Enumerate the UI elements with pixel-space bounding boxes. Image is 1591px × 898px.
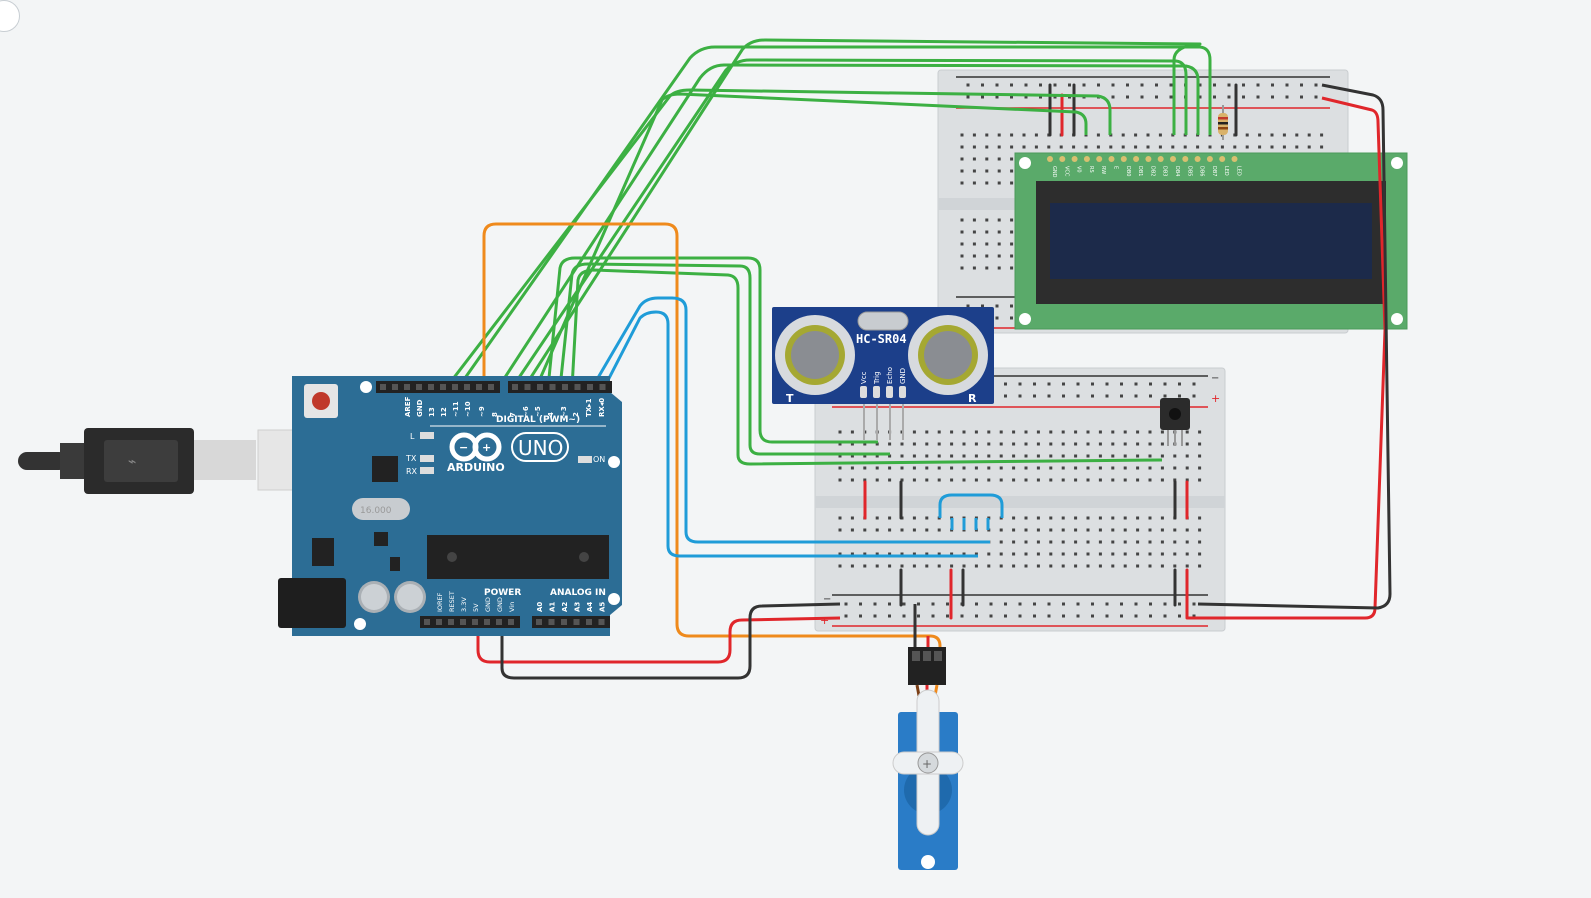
- lcd-pin-label: DB4: [1174, 166, 1180, 176]
- bb2-plus-bottom: +: [820, 614, 829, 627]
- lcd-pin-label: DB7: [1211, 166, 1217, 176]
- power-pin-label: Vin: [508, 602, 516, 612]
- arduino-uno-board[interactable]: AREF GND 13 12 ~11 ~10 ~9 8 7 ~6 ~5 4 ~3 2 TX▸1 RX◂0 DI…: [278, 376, 622, 636]
- analog-pin-label: A1: [549, 602, 557, 612]
- lcd-screen: [1050, 203, 1372, 279]
- digital-pin-label: ~5: [534, 406, 542, 417]
- bb2-minus-top: −: [1211, 373, 1219, 384]
- lcd-pin-label: RW: [1100, 166, 1106, 174]
- power-pin-label: 3.3V: [460, 597, 468, 612]
- digital-pin-label: ~10: [464, 401, 472, 417]
- lcd-display[interactable]: GND VCC V0 RS RW E DB0 DB1 DB2 DB3 DB4 DB5 DB6 DB7 LED…: [1014, 152, 1408, 330]
- led-on-label: ON: [593, 455, 605, 464]
- ir-receiver[interactable]: [1160, 398, 1190, 446]
- power-pin-label: GND: [496, 597, 504, 612]
- digital-pin-label: 8: [491, 412, 499, 417]
- analog-pin-label: A4: [586, 602, 594, 612]
- analog-pin-label: A0: [536, 602, 544, 612]
- digital-pin-label: 12: [440, 407, 448, 417]
- analog-label: ANALOG IN: [550, 588, 606, 598]
- power-pin-label: GND: [484, 597, 492, 612]
- usb-icon: ⌁: [128, 454, 136, 470]
- analog-pin-label: A2: [561, 602, 569, 612]
- lcd-pin-label: GND: [1051, 166, 1057, 178]
- lcd-pin-label: VCC: [1063, 166, 1069, 177]
- lcd-pin-label: LED: [1223, 166, 1229, 176]
- digital-pin-label: TX▸1: [585, 398, 593, 417]
- lcd-pin-label: LED: [1236, 166, 1242, 176]
- led-rx-label: RX: [406, 467, 418, 476]
- lcd-pin-label: DB0: [1125, 166, 1131, 176]
- breadboard-jumpers: [863, 83, 1238, 620]
- digital-pin-label: ~6: [522, 406, 530, 417]
- sensor-pin-label: Vcc: [860, 371, 868, 384]
- lcd-pin-label: E: [1113, 166, 1119, 169]
- power-pin-label: RESET: [448, 591, 456, 612]
- digital-pin-label: 4: [547, 412, 555, 417]
- arduino-brand: ARDUINO: [447, 461, 505, 474]
- ultrasonic-sensor[interactable]: HC-SR04 Vcc Trig Echo GND T R: [772, 307, 994, 440]
- lcd-pin-label: DB2: [1149, 166, 1155, 176]
- analog-pin-label: A5: [599, 602, 607, 612]
- lcd-pin-label: DB5: [1186, 166, 1192, 176]
- bb2-plus-top: +: [1211, 392, 1220, 405]
- digital-pin-label: GND: [416, 399, 424, 417]
- lcd-pin-label: V0: [1076, 166, 1082, 173]
- svg-text:+: +: [482, 441, 491, 454]
- power-pin-label: IOREF: [436, 592, 444, 612]
- digital-pin-label: 7: [509, 412, 517, 417]
- digital-pin-label: RX◂0: [598, 398, 606, 417]
- arduino-logo: − +: [449, 432, 502, 462]
- lcd-pin-label: DB6: [1199, 166, 1205, 176]
- sensor-pin-label: GND: [899, 368, 907, 384]
- digital-label: DIGITAL (PWM~): [496, 415, 580, 425]
- digital-pin-label: ~9: [478, 406, 486, 417]
- sensor-t-mark: T: [786, 392, 794, 405]
- digital-pin-label: 2: [572, 412, 580, 417]
- four-pin-module[interactable]: [950, 518, 990, 530]
- sensor-pin-label: Trig: [873, 371, 881, 385]
- lcd-pin-label: RS: [1088, 166, 1094, 173]
- lcd-pin-label: DB1: [1137, 166, 1143, 176]
- bb2-minus-bottom: −: [823, 594, 831, 605]
- crystal-label: 16.000: [360, 506, 392, 516]
- uno-label: UNO: [518, 436, 563, 460]
- digital-pin-label: ~11: [452, 401, 460, 417]
- digital-pin-label: AREF: [404, 396, 412, 417]
- servo-hub-icon: +: [922, 757, 932, 771]
- svg-text:−: −: [459, 441, 468, 454]
- sensor-pin-label: Echo: [886, 367, 894, 384]
- wires: [444, 38, 1392, 680]
- led-tx-label: TX: [405, 454, 417, 463]
- servo-motor[interactable]: +: [892, 647, 964, 870]
- analog-pin-label: A3: [574, 602, 582, 612]
- led-l-label: L: [410, 432, 415, 441]
- sensor-model: HC-SR04: [856, 332, 907, 346]
- power-pin-label: 5V: [472, 603, 480, 612]
- digital-pin-label: 13: [428, 407, 436, 417]
- lcd-pin-label: DB3: [1162, 166, 1168, 176]
- power-label: POWER: [484, 588, 521, 598]
- digital-pin-label: ~3: [560, 406, 568, 417]
- sensor-r-mark: R: [968, 392, 977, 405]
- resistor[interactable]: [1218, 105, 1228, 140]
